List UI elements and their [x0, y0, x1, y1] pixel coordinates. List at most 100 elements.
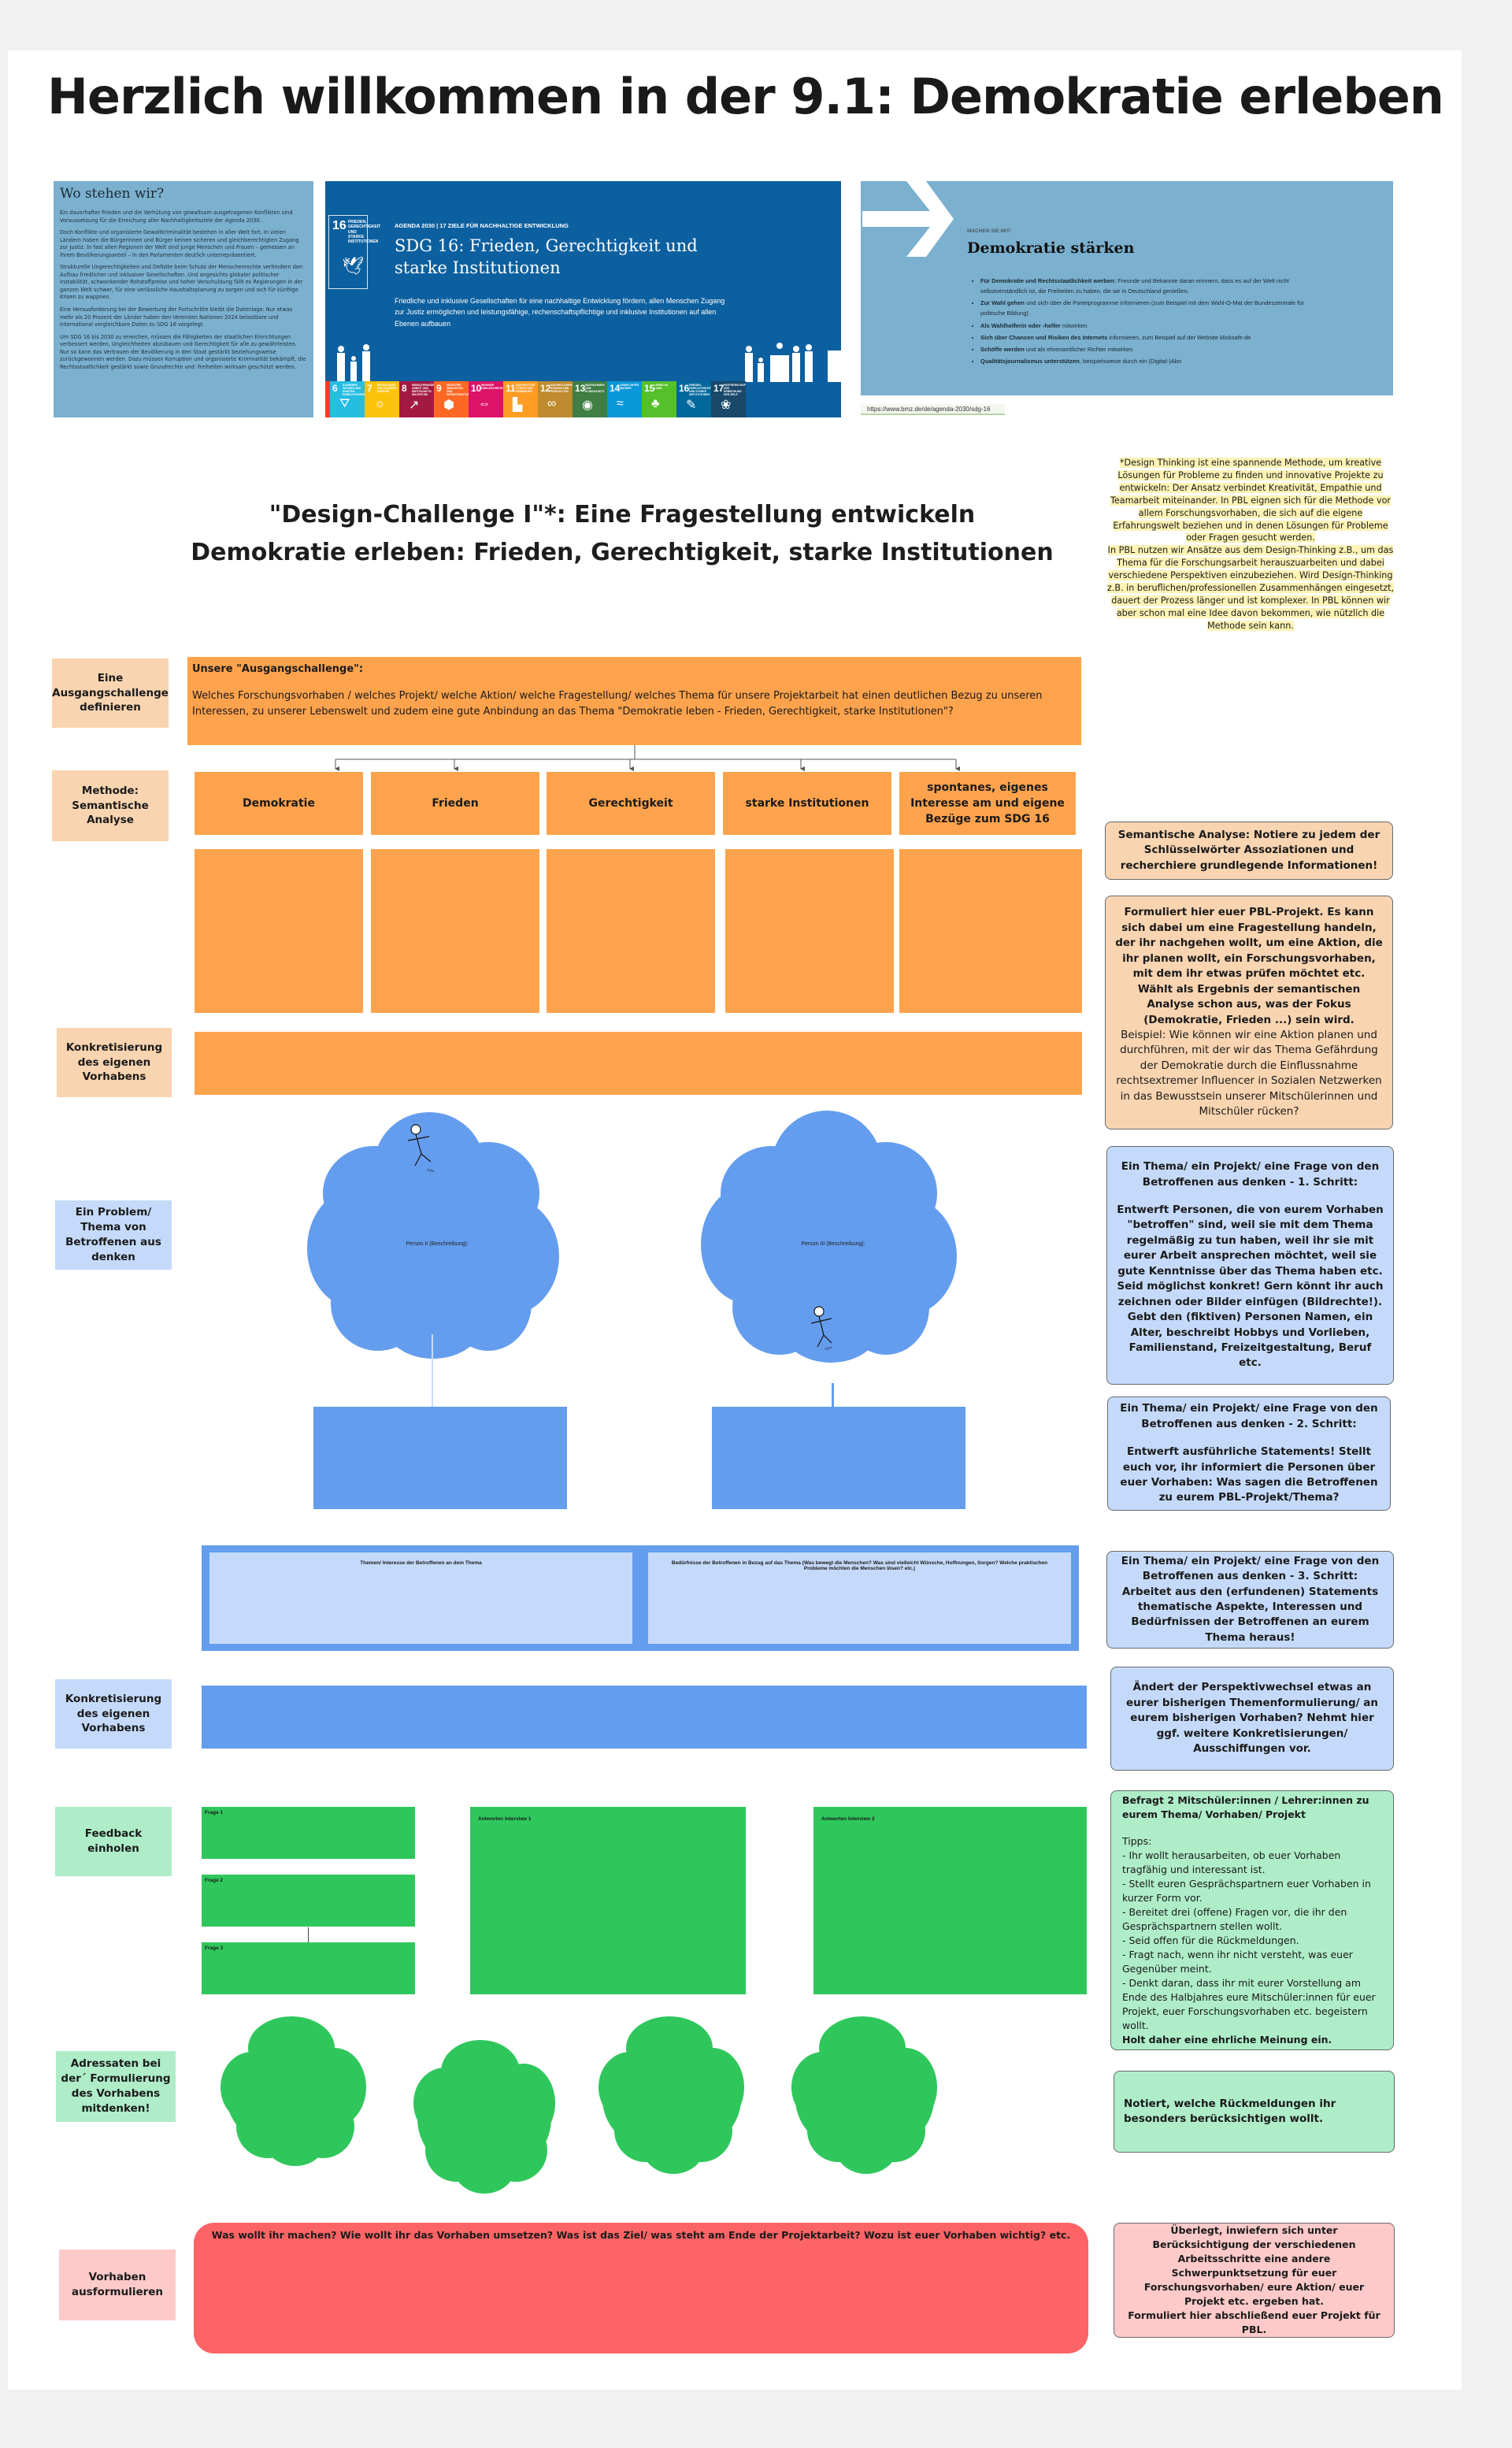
row-label-addressees[interactable]: Adressaten bei der´ Formulierung des Vor… — [56, 2051, 176, 2122]
association-box-frieden[interactable] — [371, 849, 539, 1013]
start-challenge-box[interactable]: Unsere "Ausgangschallenge": Welches Fors… — [187, 657, 1081, 745]
row-label-concretize-1[interactable]: Konkretisierung des eigenen Vorhabens — [57, 1028, 172, 1097]
challenge-title-line2: Demokratie erleben: Frieden, Gerechtigke… — [191, 539, 1054, 566]
dove-icon: 🕊 — [342, 257, 364, 276]
hint-pbl-text: Formuliert hier euer PBL-Projekt. Es kan… — [1115, 906, 1383, 1026]
democracy-list-item: Schöffe werden und als ehrenamtlicher Ri… — [980, 344, 1327, 354]
sdg-kicker: AGENDA 2030 | 17 ZIELE FÜR NACHHALTIGE E… — [395, 222, 569, 229]
question-box-1[interactable]: Frage 1 — [202, 1807, 415, 1859]
cubes-icon: ⬢ — [443, 399, 454, 412]
partnership-icon: ❀ — [721, 399, 732, 412]
category-starke-institutionen[interactable]: starke Institutionen — [723, 772, 891, 835]
question-box-2[interactable]: Frage 2 — [202, 1875, 415, 1927]
persona-label: Person II (Beschreibung): — [406, 1241, 468, 1247]
feedback-clouds — [220, 2016, 937, 2194]
association-box-institutionen[interactable] — [725, 849, 894, 1013]
sdg-tile: 17PARTNERSCHAFTEN ZUR ERREICHUNG DER ZIE… — [711, 381, 746, 417]
category-gerechtigkeit[interactable]: Gerechtigkeit — [547, 772, 715, 835]
row-label-concretize-2[interactable]: Konkretisierung des eigenen Vorhabens — [55, 1679, 172, 1749]
association-box-eigenes-interesse[interactable] — [899, 849, 1082, 1013]
where-we-stand-paragraph: Um SDG 16 bis 2030 zu erreichen, müssen … — [60, 333, 306, 370]
stakeholder-needs-cell[interactable]: Bedürfnisse der Betroffenen in Bezug auf… — [648, 1552, 1071, 1644]
arrow-right-icon — [862, 181, 954, 257]
row-label-semantic-analysis[interactable]: Methode: Semantische Analyse — [52, 770, 169, 841]
fish-icon: ≈ — [617, 397, 624, 410]
tree-icon: ♣ — [651, 397, 660, 410]
persona-cloud-1[interactable]: Actor Person II (Beschreibung): — [299, 1111, 583, 1363]
earth-eye-icon: ◉ — [582, 399, 593, 412]
page-title: Herzlich willkommen in der 9.1: Demokrat… — [47, 68, 1444, 125]
row-label-feedback[interactable]: Feedback einholen — [55, 1807, 172, 1876]
democracy-list-item: Für Demokratie und Rechtsstaatlichkeit w… — [980, 276, 1327, 296]
persona-label: Person III (Beschreibung): — [801, 1241, 865, 1247]
city-icon: ▙ — [513, 399, 523, 412]
where-we-stand-image: Wo stehen wir? Ein dauerhafter Frieden u… — [54, 181, 313, 417]
hint-interview: Befragt 2 Mitschüler:innen / Lehrer:inne… — [1110, 1790, 1394, 2050]
question-box-3[interactable]: Frage 3 — [202, 1942, 415, 1994]
start-challenge-heading: Unsere "Ausgangschallenge": — [192, 663, 364, 675]
democracy-panel-image: MACHEN SIE MIT! Demokratie stärken Für D… — [861, 181, 1393, 395]
hint-final: Überlegt, inwiefern sich unter Berücksic… — [1114, 2223, 1395, 2338]
category-demokratie[interactable]: Demokratie — [195, 772, 363, 835]
hint-pbl-example: Beispiel: Wie können wir eine Aktion pla… — [1116, 1028, 1382, 1118]
where-we-stand-paragraph: Ein dauerhafter Frieden und die Verhütun… — [60, 210, 293, 224]
stakeholder-table: Themen/ Interesse der Betroffenen an dem… — [202, 1545, 1079, 1651]
sdg16-badge-label: FRIEDEN, GERECHTIGKEIT UND STARKE INSTIT… — [348, 220, 381, 244]
statement-box-1[interactable] — [313, 1407, 567, 1509]
water-icon: ⛛ — [339, 397, 350, 410]
source-url-link[interactable]: https://www.bmz.de/de/agenda-2030/sdg-16 — [861, 404, 1005, 415]
hint-step-1: Ein Thema/ ein Projekt/ eine Frage von d… — [1106, 1146, 1394, 1385]
actor-label: Actor — [825, 1345, 833, 1351]
feedback-cloud-1 — [220, 2016, 366, 2166]
hint-step-2: Ein Thema/ ein Projekt/ eine Frage von d… — [1107, 1396, 1391, 1511]
democracy-list-item: Als Wahlhelferin oder -helfer mitwirken — [980, 321, 1327, 331]
stick-figure-icon — [407, 1124, 432, 1167]
answers-interview-1[interactable]: Antworten Interview 1 — [470, 1807, 746, 1994]
row-label-define-challenge[interactable]: Eine Ausgangschallenge definieren — [52, 658, 169, 728]
feedback-cloud-2 — [413, 2040, 555, 2194]
where-we-stand-paragraph: Strukturelle Ungerechtigkeiten und Defiz… — [60, 264, 303, 301]
connector-line — [308, 1927, 309, 1942]
start-challenge-text: Welches Forschungsvorhaben / welches Pro… — [192, 690, 1043, 718]
democracy-list: Für Demokratie und Rechtsstaatlichkeit w… — [980, 276, 1327, 368]
infinity-icon: ∞ — [547, 397, 557, 410]
sdg16-badge-number: 16 — [332, 219, 346, 232]
persona-cloud-2[interactable]: Actor Person III (Beschreibung): — [693, 1111, 976, 1363]
speech-pointer — [832, 1383, 834, 1407]
sdg16-badge: 16 FRIEDEN, GERECHTIGKEIT UND STARKE INS… — [328, 215, 381, 289]
growth-chart-icon: ↗ — [409, 399, 420, 412]
where-we-stand-paragraph: Doch Konflikte und organisierte Gewaltkr… — [60, 229, 299, 258]
row-label-problem-perspective[interactable]: Ein Problem/ Thema von Betroffenen aus d… — [55, 1200, 172, 1270]
connector-arrows — [335, 745, 960, 771]
sdg-headline: SDG 16: Frieden, Gerechtigkeit und stark… — [395, 236, 698, 278]
concretize-project-box-1[interactable] — [195, 1032, 1082, 1095]
association-box-gerechtigkeit[interactable] — [547, 849, 715, 1013]
category-frieden[interactable]: Frieden — [371, 772, 539, 835]
where-we-stand-paragraph: Eine Herausforderung bei der Bewertung d… — [60, 306, 293, 328]
answers-interview-2[interactable]: Antworten Interview 2 — [813, 1807, 1087, 1994]
concretize-project-box-2[interactable] — [202, 1686, 1087, 1749]
category-eigenes-interesse[interactable]: spontanes, eigenes Interesse am und eige… — [899, 772, 1076, 835]
actor-label: Actor — [427, 1167, 435, 1173]
statement-box-2[interactable] — [712, 1407, 965, 1509]
design-thinking-note[interactable]: *Design Thinking ist eine spannende Meth… — [1105, 457, 1396, 632]
association-box-demokratie[interactable] — [195, 849, 363, 1013]
stakeholder-interests-cell[interactable]: Themen/ Interesse der Betroffenen an dem… — [209, 1552, 632, 1644]
stick-figure-icon — [810, 1306, 832, 1348]
hint-note-feedback: Notiert, welche Rückmeldungen ihr besond… — [1114, 2071, 1395, 2153]
hint-step-3: Ein Thema/ ein Projekt/ eine Frage von d… — [1106, 1551, 1394, 1649]
hint-formulate-pbl: Formuliert hier euer PBL-Projekt. Es kan… — [1105, 896, 1393, 1129]
final-project-box[interactable]: Was wollt ihr machen? Wie wollt ihr das … — [194, 2223, 1088, 2353]
row-label-formulate[interactable]: Vorhaben ausformulieren — [59, 2250, 176, 2320]
note-paragraph: *Design Thinking ist eine spannende Meth… — [1110, 458, 1392, 543]
where-we-stand-heading: Wo stehen wir? — [60, 186, 165, 202]
democracy-heading: Demokratie stärken — [967, 239, 1135, 257]
